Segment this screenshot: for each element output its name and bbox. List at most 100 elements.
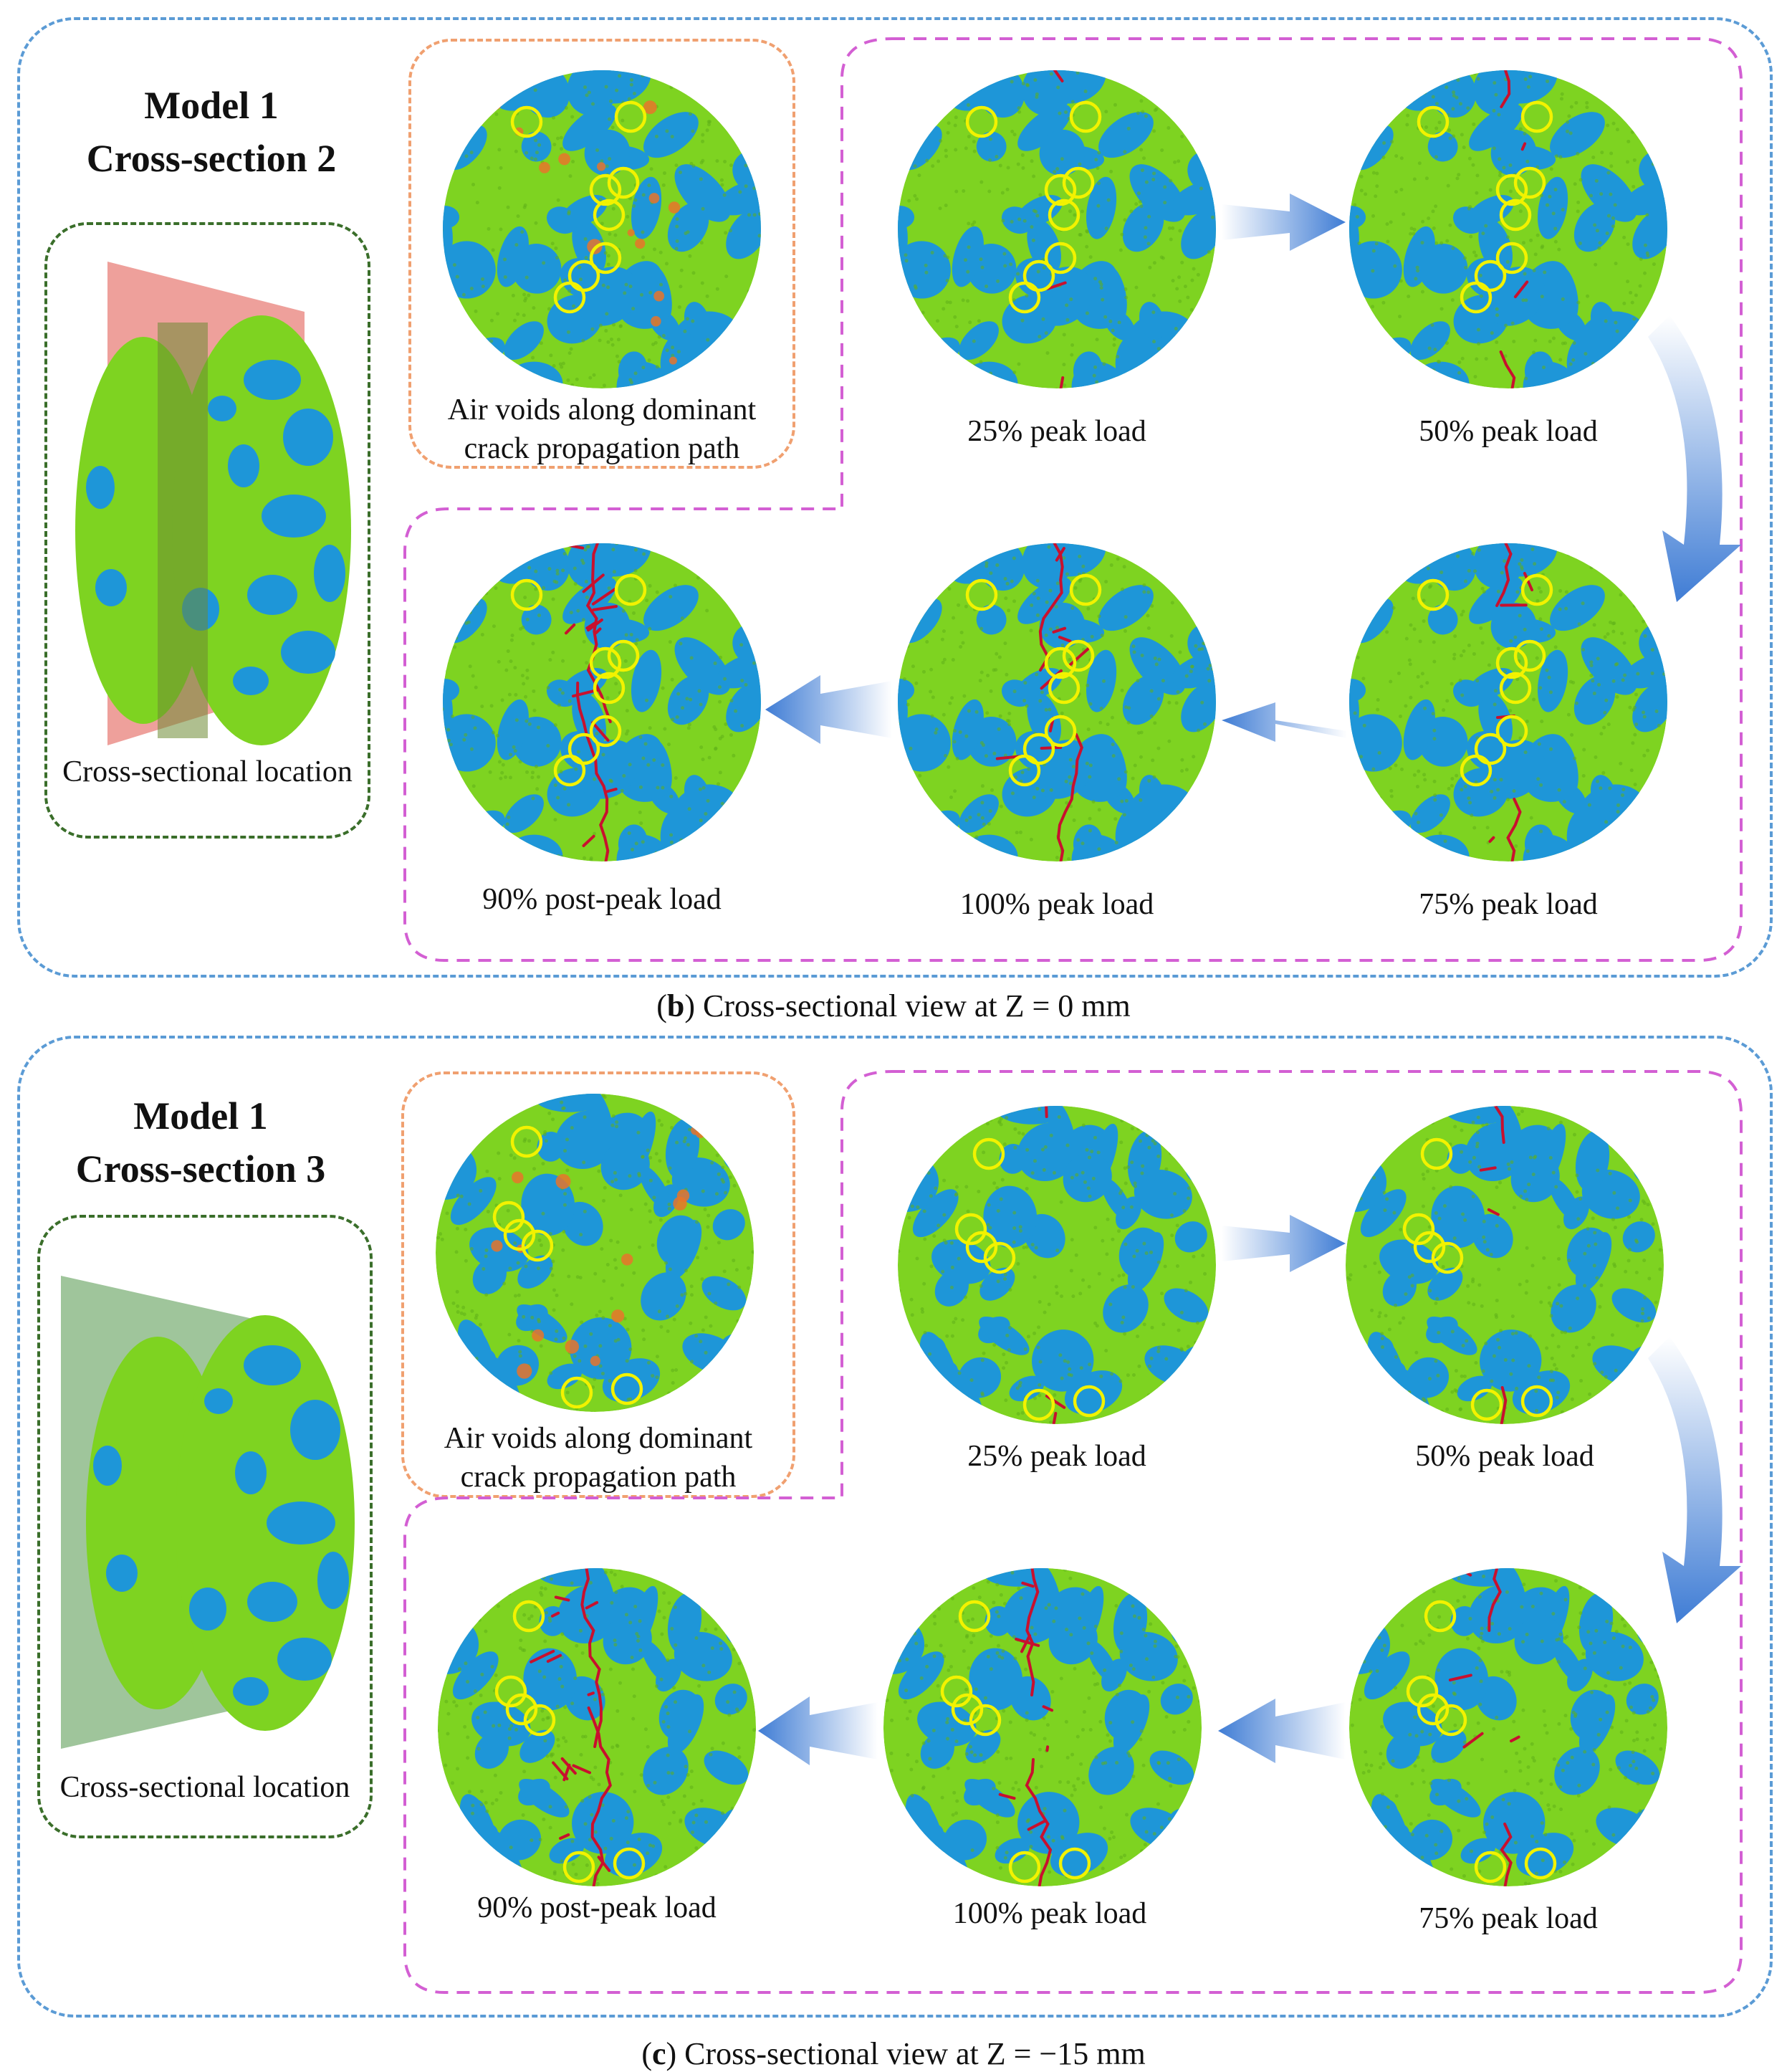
panel-c-stage-label-100: 100% peak load: [952, 1897, 1147, 1930]
void-marker-icon: [510, 1125, 543, 1158]
panel-c-stage-label-25: 25% peak load: [967, 1440, 1146, 1473]
panel-b-void-label: Air voids along dominant crack propagati…: [408, 391, 795, 468]
void-marker-icon: [503, 1218, 536, 1251]
void-marker-icon: [1474, 259, 1507, 292]
void-marker-icon: [1022, 259, 1055, 292]
panel-c-location-label: Cross-sectional location: [59, 1771, 350, 1804]
void-marker-icon: [614, 573, 647, 606]
void-marker-icon: [1022, 1388, 1055, 1421]
void-marker-icon: [1495, 173, 1528, 206]
void-marker-icon: [965, 578, 998, 611]
panel-b-title: Model 1 Cross-section 2: [43, 79, 380, 185]
panel-c-void-label-line1: Air voids along dominant: [444, 1422, 753, 1455]
panel-c-disc-voids: [433, 1092, 756, 1414]
panel-b-disc-voids: [441, 68, 763, 391]
void-marker-icon: [562, 1851, 595, 1884]
void-marker-icon: [1069, 100, 1102, 133]
panel-c-void-label-line2: crack propagation path: [460, 1461, 737, 1494]
void-marker-icon: [494, 1675, 527, 1708]
void-marker-icon: [607, 166, 640, 199]
void-marker-icon: [567, 732, 600, 765]
void-marker-icon: [1044, 242, 1077, 274]
panel-c-arrows: [758, 1215, 1741, 1765]
disc-material: [443, 543, 761, 861]
void-marker-icon: [1420, 1137, 1453, 1170]
panel-c-stage-label-50: 50% peak load: [1415, 1440, 1594, 1473]
void-marker-icon: [965, 105, 998, 138]
crack-path: [1045, 1106, 1066, 1424]
void-marker-icon: [1513, 639, 1546, 672]
panel-b-void-label-line1: Air voids along dominant: [447, 393, 757, 426]
panel-c-arrow-right-icon: [1222, 1215, 1346, 1272]
void-marker-icon: [1417, 578, 1450, 611]
panel-b-title-line1: Model 1: [144, 84, 279, 127]
void-marker-icon: [1008, 281, 1041, 314]
panel-b-disc-50: [1347, 68, 1669, 391]
panel-b-location-box: [44, 222, 370, 839]
panel-b-stage-label-50: 50% peak load: [1419, 415, 1598, 448]
crack-path: [530, 1568, 612, 1886]
void-marker-icon: [1073, 1385, 1106, 1418]
panel-b-stage-label-100: 100% peak load: [959, 888, 1154, 921]
void-marker-icon: [510, 578, 543, 611]
void-marker-icon: [560, 1376, 593, 1409]
panel-c-void-label: Air voids along dominant crack propagati…: [401, 1419, 795, 1496]
panel-c-specimen-icon: [61, 1276, 355, 1749]
void-marker-icon: [1520, 1385, 1553, 1418]
void-marker-icon: [593, 199, 626, 231]
void-marker-icon: [523, 1704, 556, 1737]
void-marker-icon: [1048, 199, 1081, 231]
crack-path: [565, 543, 618, 861]
void-marker-icon: [1499, 199, 1532, 231]
panel-b-arrow-down-icon: [1648, 315, 1741, 602]
panel-b-stage-label-25: 25% peak load: [967, 415, 1146, 448]
void-marker-icon: [1008, 754, 1041, 787]
panel-b-specimen-icon: [75, 262, 351, 745]
panel-c-title-line1: Model 1: [133, 1094, 268, 1137]
panel-b-disc-25: [896, 68, 1218, 391]
panel-c-arrow-down-icon: [1648, 1337, 1741, 1623]
panel-b-caption-text: ) Cross-sectional view at Z = 0 mm: [684, 988, 1131, 1023]
crack-path: [998, 1568, 1054, 1886]
panel-b-outer-frame: [17, 17, 1773, 978]
void-marker-icon: [492, 1200, 525, 1233]
void-marker-icon: [1470, 1388, 1503, 1421]
void-marker-icon: [589, 173, 622, 206]
void-marker-icon: [614, 100, 647, 133]
panel-b-disc-75: [1347, 541, 1669, 864]
disc-material: [898, 543, 1216, 861]
panel-c-disc-100: [881, 1566, 1204, 1889]
void-marker-icon: [1044, 173, 1077, 206]
void-marker-icon: [1048, 672, 1081, 705]
void-marker-icon: [521, 1229, 554, 1262]
panel-c-location-box: [37, 1215, 373, 1838]
panel-c-caption-letter: c: [651, 2036, 666, 2071]
panel-b-disc-100: [896, 541, 1218, 864]
panel-c-specimen-aggregates: [93, 1345, 349, 1706]
panel-b-disc-90: [441, 541, 763, 864]
panel-c-title-line2: Cross-section 3: [75, 1147, 326, 1190]
void-marker-icon: [1495, 646, 1528, 679]
panel-c-stage-frame: [403, 1070, 1743, 1994]
panel-c-title: Model 1 Cross-section 3: [29, 1089, 373, 1195]
panel-c-arrow-left-icon-2: [758, 1696, 878, 1765]
void-marker-icon: [589, 242, 622, 274]
panel-c-arrow-left-icon-1: [1218, 1699, 1346, 1763]
disc-material: [883, 1568, 1202, 1886]
crack-path: [1479, 1106, 1508, 1424]
void-marker-icon: [553, 754, 586, 787]
void-marker-icon: [1022, 732, 1055, 765]
void-marker-icon: [951, 1693, 984, 1726]
void-marker-icon: [1495, 715, 1528, 748]
void-marker-icon: [1520, 100, 1553, 133]
void-marker-icon: [1460, 281, 1493, 314]
panel-b-arrows: [765, 194, 1741, 744]
void-marker-icon: [1524, 1847, 1557, 1880]
panel-b-caption-letter: b: [666, 988, 685, 1023]
panel-c-disc-25: [896, 1104, 1218, 1426]
void-marker-icon: [1499, 672, 1532, 705]
panel-b-title-line2: Cross-section 2: [86, 137, 337, 180]
void-marker-icon: [1044, 715, 1077, 748]
panel-c-stage-label-75: 75% peak load: [1419, 1902, 1598, 1935]
void-marker-icon: [593, 672, 626, 705]
